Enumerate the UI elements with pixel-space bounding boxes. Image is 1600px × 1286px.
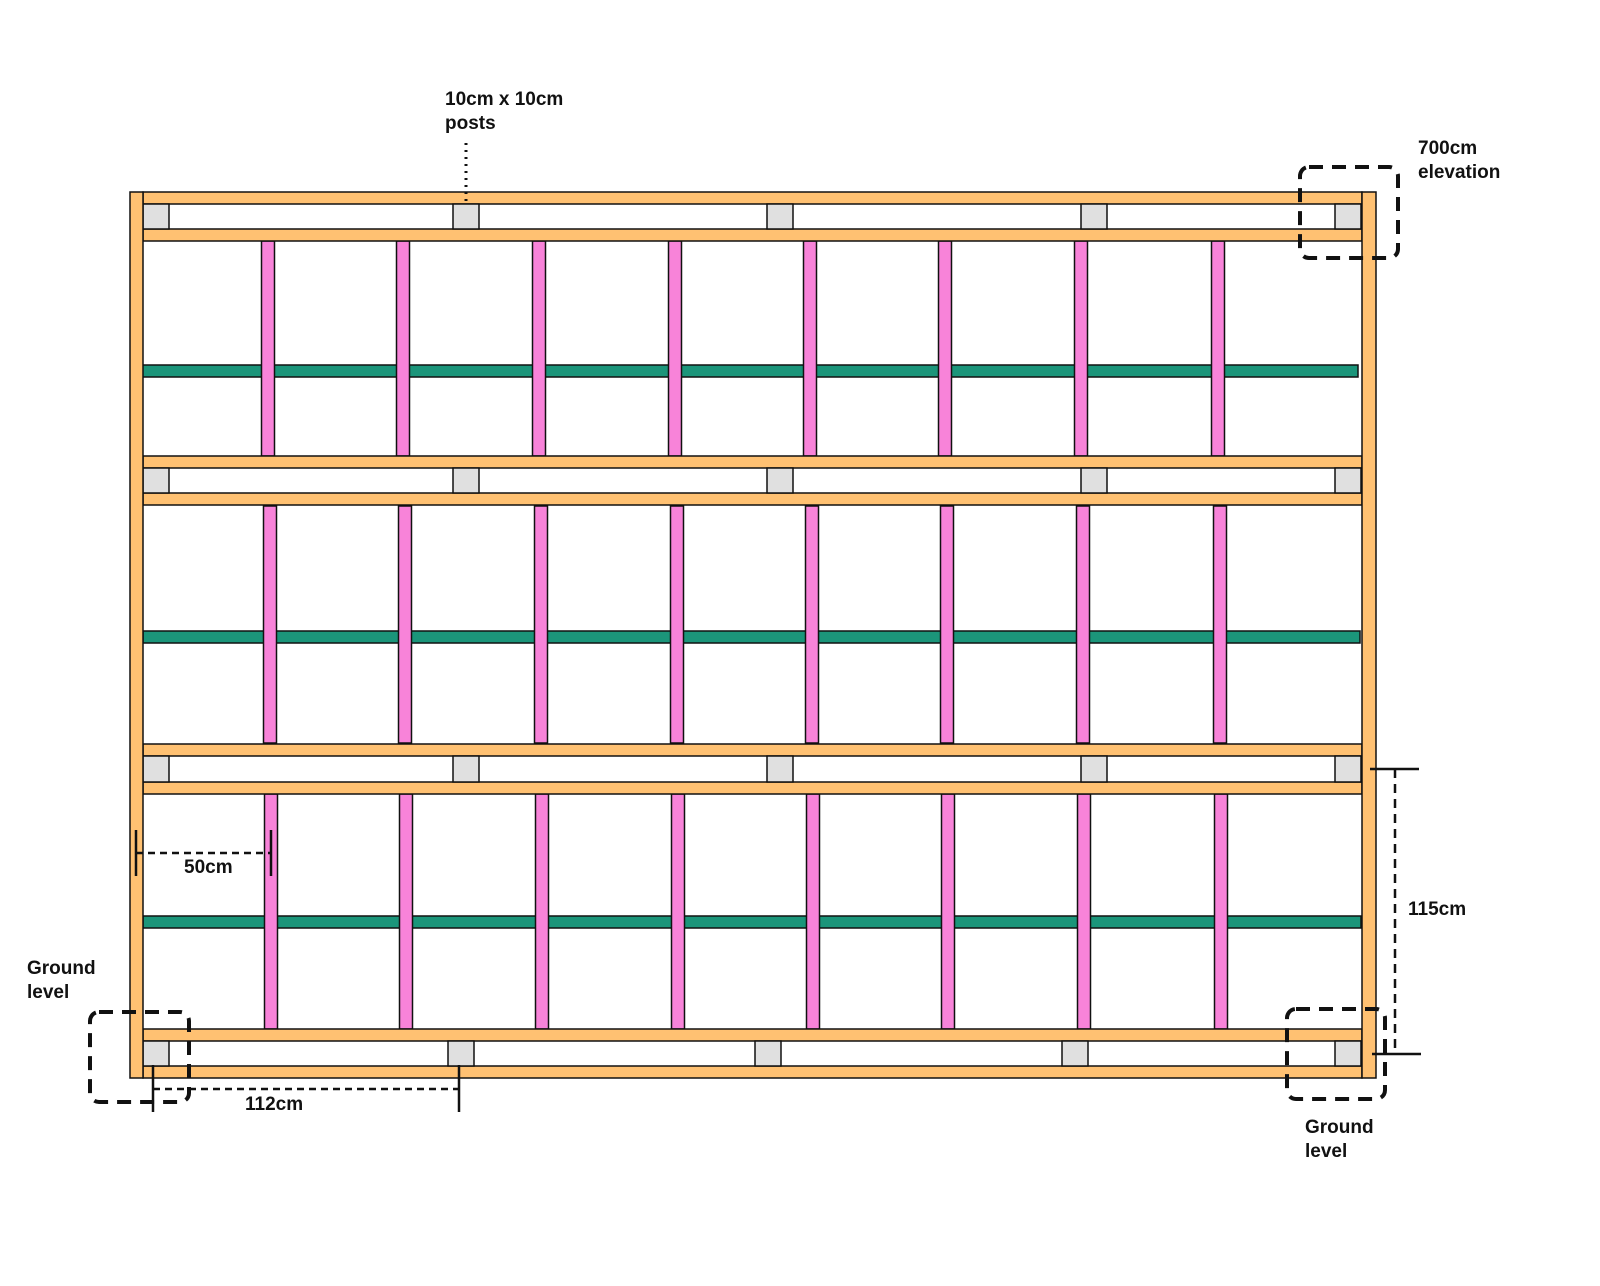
beam-row2-inner	[142, 492, 1363, 506]
row-spacing-label: 115cm	[1408, 899, 1467, 920]
joist-s3-2	[398, 793, 414, 1030]
beam-row1-outer	[142, 191, 1363, 205]
post-row4-2	[447, 1040, 475, 1067]
joist-spacing-label: 50cm	[184, 857, 233, 878]
posts-label-line2: posts	[445, 113, 496, 134]
beam-row2-outer	[142, 455, 1363, 469]
beam-row4-outer	[142, 1028, 1363, 1042]
joist-s2-3	[533, 505, 549, 744]
joist-s3-6	[940, 793, 956, 1030]
ground-left-line1: Ground	[27, 958, 96, 979]
ground-right-line2: level	[1305, 1141, 1348, 1162]
joist-s2-8	[1212, 505, 1228, 744]
post-row2-2	[452, 467, 480, 494]
joist-s1-1	[260, 240, 276, 457]
joist-s3-5	[805, 793, 821, 1030]
joist-s1-3	[531, 240, 547, 457]
side-beam-right	[1361, 191, 1377, 1079]
brace-1	[139, 364, 1359, 378]
joist-s1-2	[395, 240, 411, 457]
ground-right-line1: Ground	[1305, 1117, 1374, 1138]
beam-row3-outer	[142, 743, 1363, 757]
joist-s2-1	[262, 505, 278, 744]
elevation-label-line2: elevation	[1418, 162, 1501, 183]
beam-row1-inner	[142, 228, 1363, 242]
post-row2-4	[1080, 467, 1108, 494]
joist-s2-4	[669, 505, 685, 744]
brace-2	[142, 630, 1361, 644]
post-row1-2	[452, 203, 480, 230]
post-row3-5	[1334, 755, 1362, 783]
joist-s2-2	[397, 505, 413, 744]
beam-row4-inner	[142, 1065, 1363, 1079]
post-row1-3	[766, 203, 794, 230]
joist-s1-6	[937, 240, 953, 457]
post-row2-5	[1334, 467, 1362, 494]
joist-s3-1	[263, 793, 279, 1030]
side-beam-left	[129, 191, 144, 1079]
post-spacing-label: 112cm	[245, 1094, 304, 1115]
elevation-label-line1: 700cm	[1418, 138, 1478, 159]
joist-s2-5	[804, 505, 820, 744]
post-row1-5	[1334, 203, 1362, 230]
elevation-label: 700cm elevation	[1418, 137, 1500, 185]
post-row3-2	[452, 755, 480, 783]
joist-s1-5	[802, 240, 818, 457]
beam-row3-inner	[142, 781, 1363, 795]
ground-level-label-right: Ground level	[1305, 1116, 1374, 1164]
joist-s1-8	[1210, 240, 1226, 457]
post-row4-4	[1061, 1040, 1089, 1067]
joist-s1-4	[667, 240, 683, 457]
ground-level-label-left: Ground level	[27, 957, 96, 1005]
posts-label-line1: 10cm x 10cm	[445, 89, 564, 110]
post-row4-3	[754, 1040, 782, 1067]
post-row1-1	[142, 203, 170, 230]
joist-s3-8	[1213, 793, 1229, 1030]
joist-s3-4	[670, 793, 686, 1030]
joist-s3-3	[534, 793, 550, 1030]
post-row3-3	[766, 755, 794, 783]
post-row4-5	[1334, 1040, 1362, 1067]
posts-label: 10cm x 10cm posts	[445, 88, 563, 136]
post-row3-4	[1080, 755, 1108, 783]
joist-s1-7	[1073, 240, 1089, 457]
post-row4-1	[142, 1040, 170, 1067]
joist-s2-7	[1075, 505, 1091, 744]
post-row1-4	[1080, 203, 1108, 230]
post-row2-3	[766, 467, 794, 494]
post-row2-1	[142, 467, 170, 494]
ground-left-highlight-box	[88, 1010, 191, 1104]
elevation-highlight-box	[1298, 165, 1400, 260]
brace-3	[142, 915, 1362, 929]
joist-s2-6	[939, 505, 955, 744]
post-row3-1	[142, 755, 170, 783]
ground-left-line2: level	[27, 982, 70, 1003]
joist-s3-7	[1076, 793, 1092, 1030]
ground-right-highlight-box	[1285, 1007, 1387, 1101]
